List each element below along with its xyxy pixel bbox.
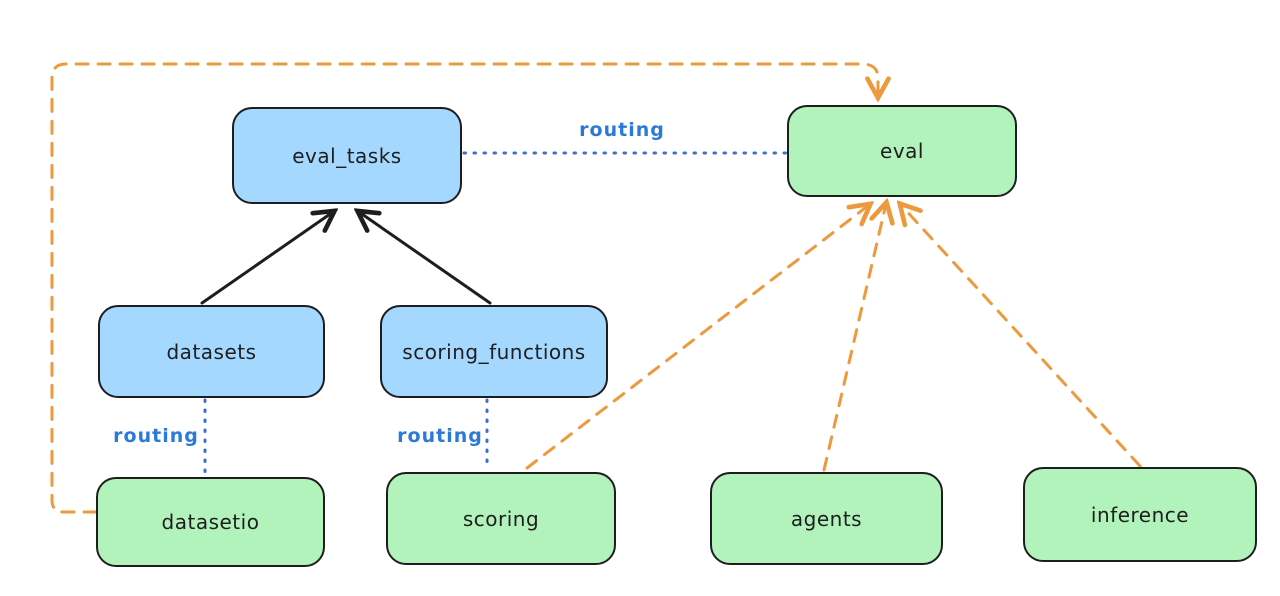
edge-inference-to-eval [901, 205, 1142, 468]
node-scoring-functions-label: scoring_functions [402, 339, 586, 364]
node-scoring-functions: scoring_functions [380, 305, 608, 398]
edge-datasetio-to-eval [50, 62, 878, 514]
edge-scoring-functions-to-eval-tasks [359, 212, 492, 305]
edge-datasets-to-eval-tasks [200, 212, 333, 305]
node-datasets-label: datasets [166, 339, 257, 364]
node-agents: agents [710, 472, 943, 565]
edge-scoring-to-eval [525, 205, 869, 470]
routing-label-eval-tasks-eval: routing [579, 119, 665, 141]
node-datasetio: datasetio [96, 477, 325, 567]
node-inference-label: inference [1090, 502, 1190, 527]
node-datasets: datasets [98, 305, 325, 398]
node-eval-label: eval [880, 139, 924, 163]
node-datasetio-label: datasetio [161, 510, 260, 534]
routing-label-datasets-datasetio: routing [113, 425, 199, 447]
node-scoring: scoring [386, 472, 616, 565]
routing-label-scoring-functions-scoring: routing [397, 425, 483, 447]
node-eval: eval [787, 105, 1017, 197]
node-inference: inference [1023, 467, 1257, 562]
node-eval-tasks: eval_tasks [232, 107, 462, 204]
edge-agents-to-eval [822, 204, 886, 472]
node-scoring-label: scoring [462, 506, 540, 531]
node-agents-label: agents [790, 506, 863, 531]
node-eval-tasks-label: eval_tasks [292, 143, 402, 168]
